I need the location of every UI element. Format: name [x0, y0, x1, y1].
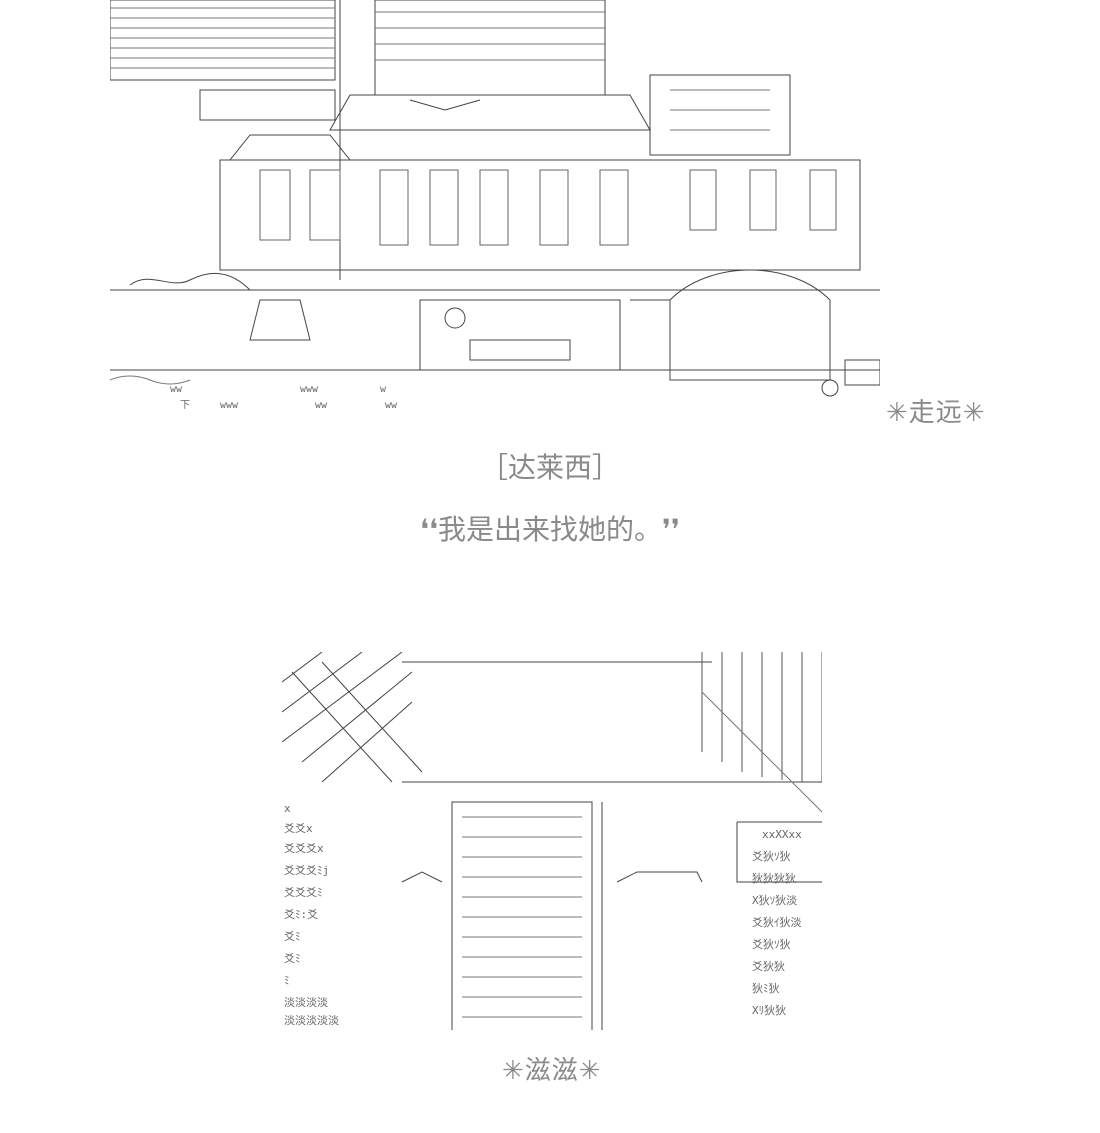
svg-text:ww: ww	[385, 400, 398, 411]
svg-text:淡淡淡淡: 淡淡淡淡	[284, 996, 328, 1009]
street-scene-drawing: ww www w www ww ww 下	[110, 0, 880, 411]
dialogue-line: ❛❛我是出来找她的。❜❜	[419, 513, 681, 546]
svg-text:ww: ww	[315, 400, 328, 411]
alley-scene-art: x 爻爻x 爻爻爻x 爻爻爻ﾐj 爻爻爻ﾐ 爻ﾐ:爻 爻ﾐ 爻ﾐ ﾐ 淡淡淡淡 …	[282, 652, 822, 1030]
svg-text:爻爻x: 爻爻x	[284, 822, 313, 835]
cart	[669, 269, 831, 381]
svg-text:w: w	[380, 384, 387, 395]
svg-text:爻爻爻ﾐj: 爻爻爻ﾐj	[284, 864, 329, 877]
svg-text:爻ﾐ: 爻ﾐ	[284, 930, 301, 943]
svg-text:Xﾘ狄狄: Xﾘ狄狄	[752, 1004, 786, 1017]
svg-text:爻爻爻x: 爻爻爻x	[284, 842, 324, 855]
street-scene-art: ww www w www ww ww 下	[110, 0, 880, 418]
svg-text:x: x	[284, 802, 291, 815]
svg-text:狄狄狄狄: 狄狄狄狄	[752, 872, 796, 885]
svg-text:爻狄ｿ狄: 爻狄ｿ狄	[752, 938, 791, 951]
doorway	[451, 801, 593, 1030]
svg-text:爻狄狄: 爻狄狄	[752, 960, 785, 973]
carriage	[419, 299, 621, 371]
svg-text:淡淡淡淡淡: 淡淡淡淡淡	[284, 1014, 339, 1027]
svg-text:X狄ｿ狄淡: X狄ｿ狄淡	[752, 894, 797, 907]
svg-text:下: 下	[180, 400, 190, 411]
central-shop	[374, 0, 606, 96]
alley-scene-drawing: x 爻爻x 爻爻爻x 爻爻爻ﾐj 爻爻爻ﾐ 爻ﾐ:爻 爻ﾐ 爻ﾐ ﾐ 淡淡淡淡 …	[282, 652, 822, 1030]
svg-text:爻狄ｿ狄: 爻狄ｿ狄	[752, 850, 791, 863]
svg-text:爻狄ｲ狄淡: 爻狄ｲ狄淡	[752, 916, 802, 929]
sound-effect-sizzle: ✳滋滋✳	[502, 1056, 602, 1086]
svg-text:www: www	[220, 400, 239, 411]
svg-text:爻ﾐ: 爻ﾐ	[284, 952, 301, 965]
svg-text:狄ﾐ狄: 狄ﾐ狄	[752, 982, 780, 995]
sound-effect-walk-away: ✳走远✳	[886, 398, 986, 428]
speaker-name: ［达莱西］	[479, 451, 620, 484]
svg-text:xxXXxx: xxXXxx	[762, 828, 802, 841]
svg-text:爻ﾐ:爻: 爻ﾐ:爻	[284, 908, 318, 921]
svg-text:www: www	[300, 384, 319, 395]
svg-text:ww: ww	[170, 384, 183, 395]
svg-text:ﾐ: ﾐ	[284, 974, 290, 987]
left-building	[110, 0, 336, 81]
svg-text:爻爻爻ﾐ: 爻爻爻ﾐ	[284, 886, 323, 899]
